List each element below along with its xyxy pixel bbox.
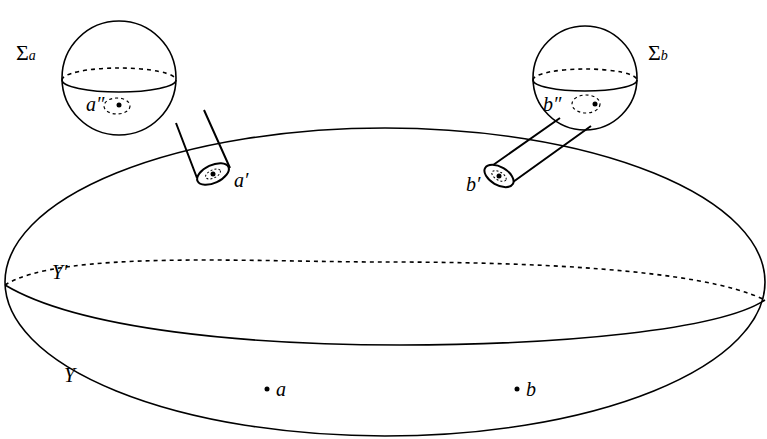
point-b-prime <box>497 174 502 179</box>
tube-a-inner <box>204 167 222 181</box>
sphere-a <box>62 21 176 135</box>
point-label: a′ <box>234 170 248 190</box>
disc-b-double-prime <box>572 95 600 113</box>
sphere-b <box>533 26 637 130</box>
disc-a-double-prime <box>104 98 130 114</box>
point-a <box>265 387 270 392</box>
point-label: b″ <box>543 94 561 114</box>
point-a-prime <box>211 172 216 177</box>
sphere-b-equator-front <box>533 80 637 91</box>
tube-a-end <box>194 159 232 190</box>
surface-name: Y′ <box>52 262 68 282</box>
sphere-b-equator-back <box>533 69 637 80</box>
point-a-double-prime <box>117 103 122 108</box>
point-b-double-prime <box>593 102 598 107</box>
point-label: a <box>276 379 286 399</box>
equator-back <box>5 260 765 300</box>
point-b <box>515 387 520 392</box>
surface-name: Σa <box>16 42 36 64</box>
surface-outline <box>5 128 765 436</box>
tube-b-end <box>481 160 518 192</box>
tube-b-inner <box>490 169 508 184</box>
point-label: b <box>526 379 536 399</box>
sphere-a-equator-front <box>62 80 176 92</box>
sphere-a-equator-back <box>62 68 176 80</box>
surface-name: Y <box>64 365 75 385</box>
surface-name: Σb <box>648 42 668 64</box>
point-label: b′ <box>466 174 480 194</box>
equator-front <box>5 285 765 345</box>
point-label: a″ <box>86 94 104 114</box>
